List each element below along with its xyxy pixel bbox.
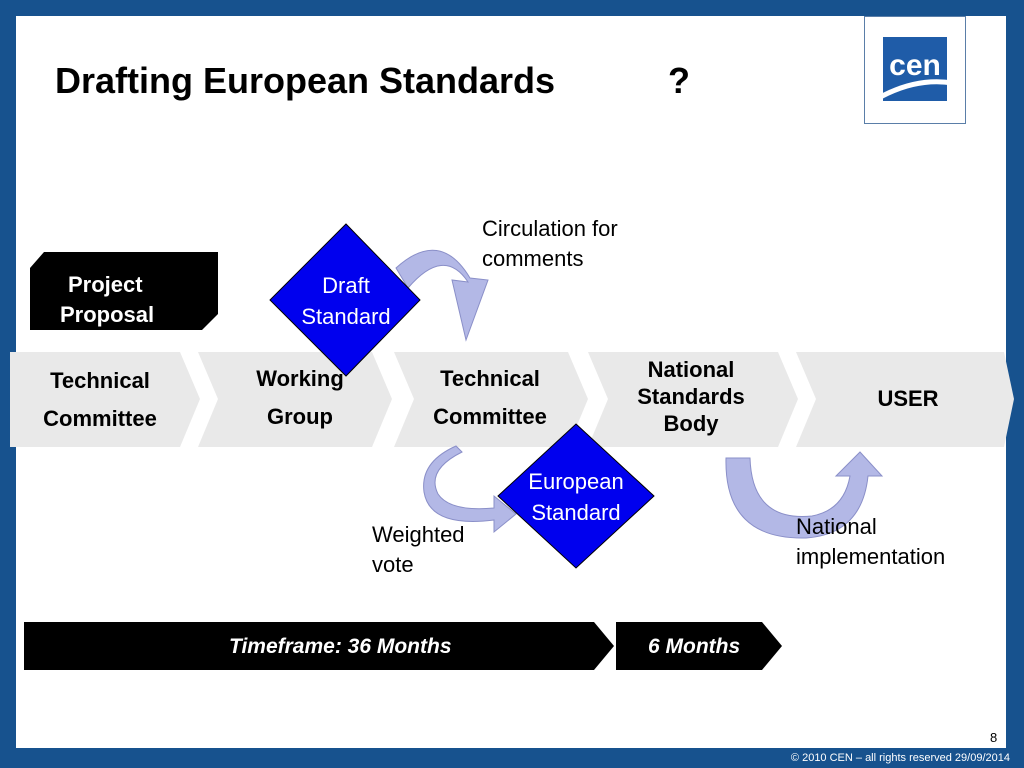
weighted-vote-arrow xyxy=(423,445,517,534)
cen-logo-swoosh xyxy=(875,79,954,102)
timeframe-label: Timeframe: 36 Months xyxy=(229,635,452,658)
project-proposal-line1: Project xyxy=(68,272,143,297)
step-technical-committee-1: Technical Committee xyxy=(43,368,157,431)
step-technical-committee-2: Technical Committee xyxy=(433,366,547,429)
chevron-technical-committee-2 xyxy=(394,352,588,447)
project-proposal-line2: Proposal xyxy=(60,302,155,327)
european-standard-diamond xyxy=(497,423,655,569)
step-national-standards-body: National Standards Body xyxy=(637,357,745,436)
project-proposal-label: Project Proposal xyxy=(56,270,196,330)
chevron-national-standards-body xyxy=(588,352,798,447)
chevron-user xyxy=(796,352,1014,447)
chevron-technical-committee-1 xyxy=(10,352,200,447)
weighted-vote-note: Weighted vote xyxy=(372,522,465,577)
chevron-working-group xyxy=(198,352,392,447)
circulation-arrow xyxy=(395,249,489,342)
six-months-bar xyxy=(616,622,782,670)
draft-standard-diamond xyxy=(269,223,421,377)
footer-strip xyxy=(0,748,1024,768)
cen-logo: cen xyxy=(864,16,966,124)
draft-standard-label: Draft Standard xyxy=(301,273,391,329)
project-proposal-box xyxy=(30,252,218,330)
step-user: USER xyxy=(877,386,939,411)
step-working-group: Working Group xyxy=(256,366,344,429)
copyright-footer: © 2010 CEN – all rights reserved 29/09/2… xyxy=(790,752,1010,764)
slide-number: 8 xyxy=(990,730,998,745)
page-title: Drafting European Standards xyxy=(55,60,556,101)
national-implementation-note: National implementation xyxy=(796,514,946,569)
timeframe-bar xyxy=(24,622,614,670)
circulation-note: Circulation for comments xyxy=(482,216,618,271)
cen-logo-graphic: cen xyxy=(875,37,954,102)
title-question-mark: ? xyxy=(668,60,690,101)
six-months-label: 6 Months xyxy=(648,635,741,658)
cen-logo-text: cen xyxy=(889,49,941,82)
national-implementation-arrow xyxy=(725,451,884,539)
european-standard-label: European Standard xyxy=(528,469,624,525)
